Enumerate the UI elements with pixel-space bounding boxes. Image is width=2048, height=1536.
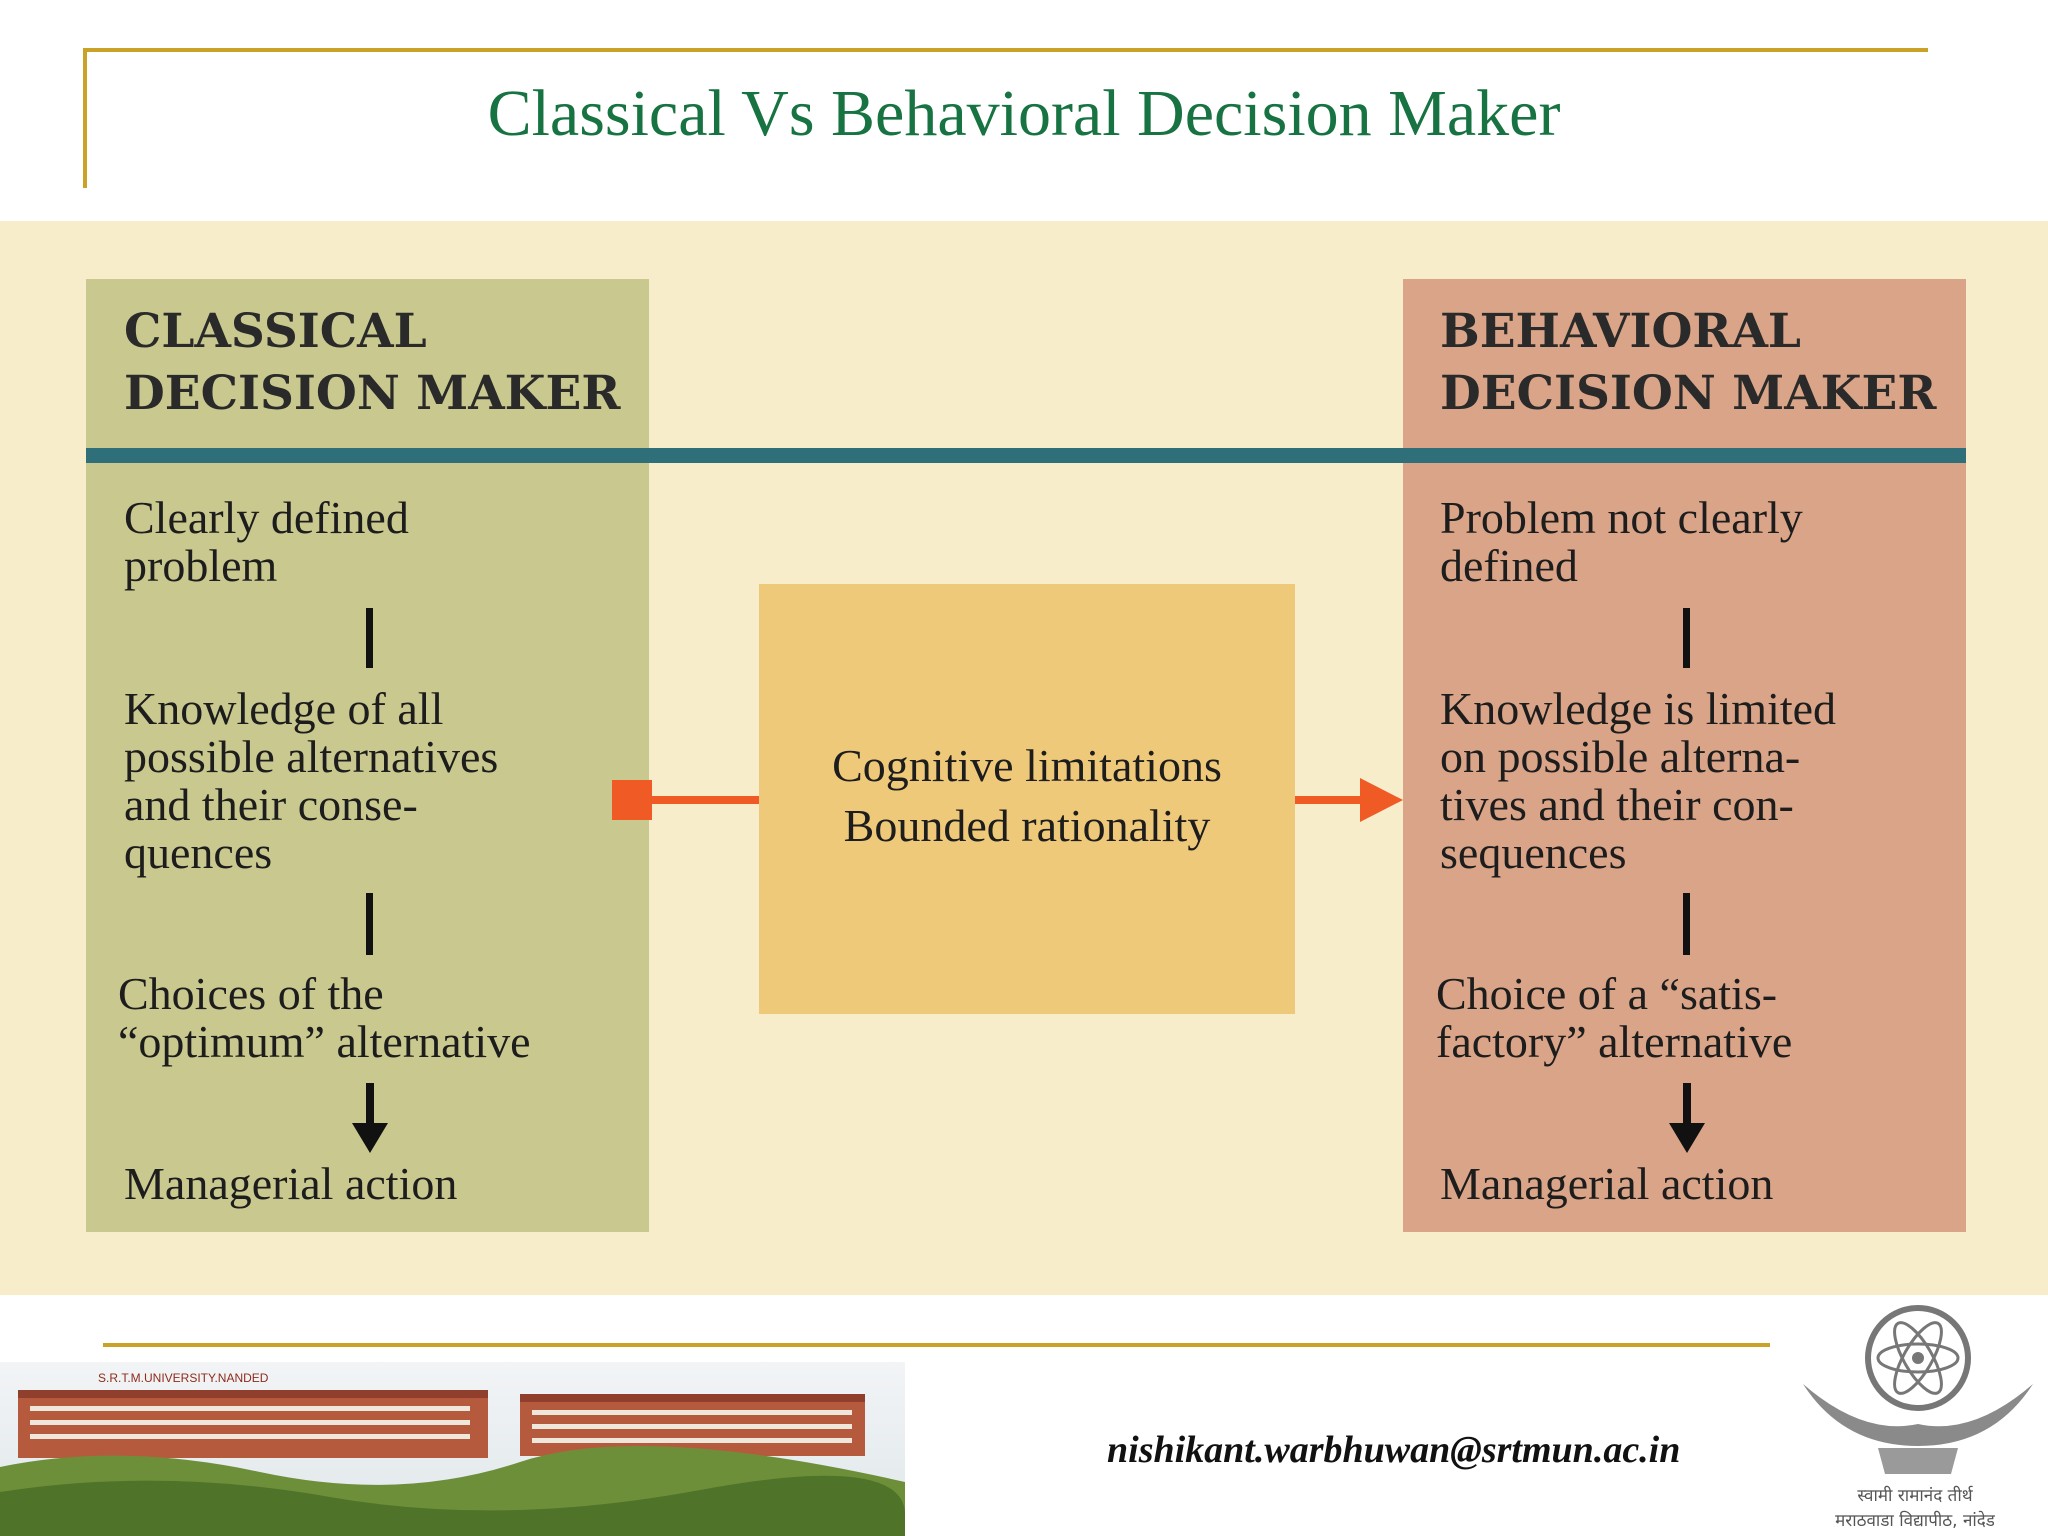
- step-line: defined: [1440, 540, 1578, 591]
- step-line: tives and their con-: [1440, 779, 1794, 830]
- step-line: Choice of a “satis-: [1436, 968, 1778, 1019]
- right-arrow-icon: [1360, 778, 1403, 822]
- step-line: possible alternatives: [124, 731, 499, 782]
- step-line: quences: [124, 827, 273, 878]
- heading-divider: [86, 448, 1966, 463]
- behavioral-heading-line: BEHAVIORAL: [1440, 304, 1801, 359]
- classical-heading-line: CLASSICAL: [124, 304, 427, 359]
- classical-column: [86, 279, 649, 1232]
- footer-rule: [103, 1343, 1770, 1347]
- behavioral-step-action: Managerial action: [1440, 1160, 1773, 1208]
- center-line: Cognitive limitations: [832, 740, 1222, 791]
- connector-line-right: [1295, 796, 1365, 804]
- step-line: Managerial action: [124, 1158, 458, 1209]
- behavioral-step-choice: Choice of a “satis- factory” alternative: [1436, 970, 1792, 1066]
- emblem-text: मराठवाडा विद्यापीठ, नांदेड: [1835, 1510, 1996, 1531]
- step-line: and their conse-: [124, 779, 418, 830]
- campus-photo: S.R.T.M.UNIVERSITY.NANDED: [0, 1362, 905, 1536]
- behavioral-heading: BEHAVIORAL DECISION MAKER: [1440, 301, 1936, 425]
- header-side-rule: [83, 48, 87, 188]
- behavioral-step-knowledge: Knowledge is limited on possible alterna…: [1440, 685, 1836, 877]
- classical-heading-line: DECISION MAKER: [124, 366, 621, 421]
- step-line: Clearly defined: [124, 492, 409, 543]
- center-box: [759, 584, 1295, 1014]
- step-line: Choices of the: [118, 968, 384, 1019]
- behavioral-column: [1403, 279, 1966, 1232]
- step-line: “optimum” alternative: [118, 1016, 531, 1067]
- header-rule: [85, 48, 1928, 52]
- photo-sign-text: S.R.T.M.UNIVERSITY.NANDED: [98, 1371, 269, 1385]
- connector-line: [366, 893, 373, 955]
- connector-square-icon: [612, 780, 652, 820]
- down-arrow-icon: [1669, 1083, 1705, 1153]
- emblem-text: स्वामी रामानंद तीर्थ: [1857, 1485, 1973, 1506]
- center-box-text: Cognitive limitations Bounded rationalit…: [759, 736, 1295, 856]
- connector-line: [366, 608, 373, 668]
- connector-line-left: [652, 796, 759, 804]
- step-line: Knowledge is limited: [1440, 683, 1837, 734]
- step-line: sequences: [1440, 827, 1627, 878]
- classical-step-knowledge: Knowledge of all possible alternatives a…: [124, 685, 498, 877]
- university-emblem: स्वामी रामानंद तीर्थ मराठवाडा विद्यापीठ,…: [1803, 1305, 2033, 1531]
- slide-title: Classical Vs Behavioral Decision Maker: [487, 77, 1561, 150]
- classical-step-choice: Choices of the “optimum” alternative: [118, 970, 531, 1066]
- center-line: Bounded rationality: [843, 800, 1211, 851]
- connector-line: [1683, 893, 1690, 955]
- connector-line: [1683, 608, 1690, 668]
- behavioral-step-problem: Problem not clearly defined: [1440, 494, 1803, 590]
- author-email: nishikant.warbhuwan@srtmun.ac.in: [1107, 1429, 1681, 1471]
- step-line: Knowledge of all: [124, 683, 444, 734]
- classical-heading: CLASSICAL DECISION MAKER: [124, 301, 620, 425]
- down-arrow-icon: [352, 1083, 388, 1153]
- bounded-rationality-connector: [612, 778, 1403, 822]
- step-line: Problem not clearly: [1440, 492, 1803, 543]
- step-line: on possible alterna-: [1440, 731, 1801, 782]
- classical-step-problem: Clearly defined problem: [124, 494, 409, 590]
- behavioral-heading-line: DECISION MAKER: [1440, 366, 1937, 421]
- step-line: Managerial action: [1440, 1158, 1774, 1209]
- classical-step-action: Managerial action: [124, 1160, 457, 1208]
- step-line: problem: [124, 540, 278, 591]
- step-line: factory” alternative: [1436, 1016, 1793, 1067]
